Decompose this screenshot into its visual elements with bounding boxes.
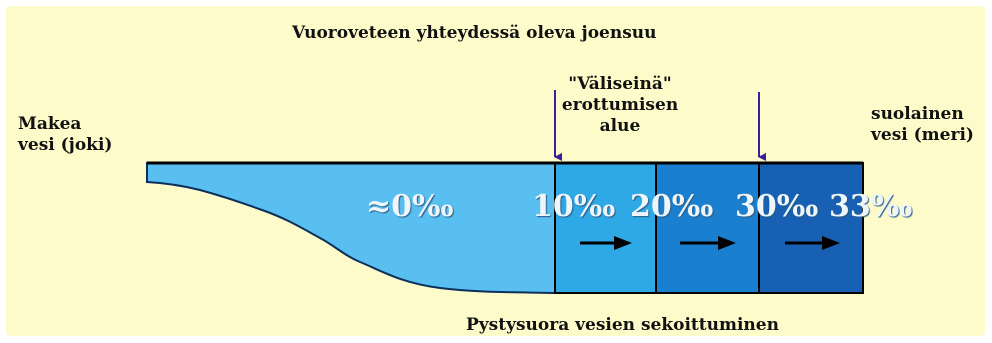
zone-10-permille — [554, 162, 657, 294]
salinity-label-10: 10‰ — [532, 189, 616, 224]
salinity-label-33: 33‰ — [829, 189, 913, 224]
boundary-zone-label: "Väliseinä" erottumisen alue — [561, 74, 679, 136]
flow-arrow — [785, 236, 840, 250]
zone-30-permille — [758, 162, 864, 294]
diagram-title: Vuoroveteen yhteydessä oleva joensuu — [292, 23, 657, 43]
fresh-water-label: Makea vesi (joki) — [18, 114, 113, 155]
zone-20-permille — [655, 162, 760, 294]
flow-arrow — [580, 236, 632, 250]
salt-water-label: suolainen vesi (meri) — [871, 104, 974, 145]
vertical-mixing-label: Pystysuora vesien sekoittuminen — [466, 315, 779, 335]
flow-arrow — [680, 236, 736, 250]
salinity-label-30: 30‰ — [735, 189, 819, 224]
salinity-label-20: 20‰ — [630, 189, 714, 224]
salinity-label-0: ≈0‰ — [366, 189, 454, 224]
river-water — [146, 162, 556, 295]
